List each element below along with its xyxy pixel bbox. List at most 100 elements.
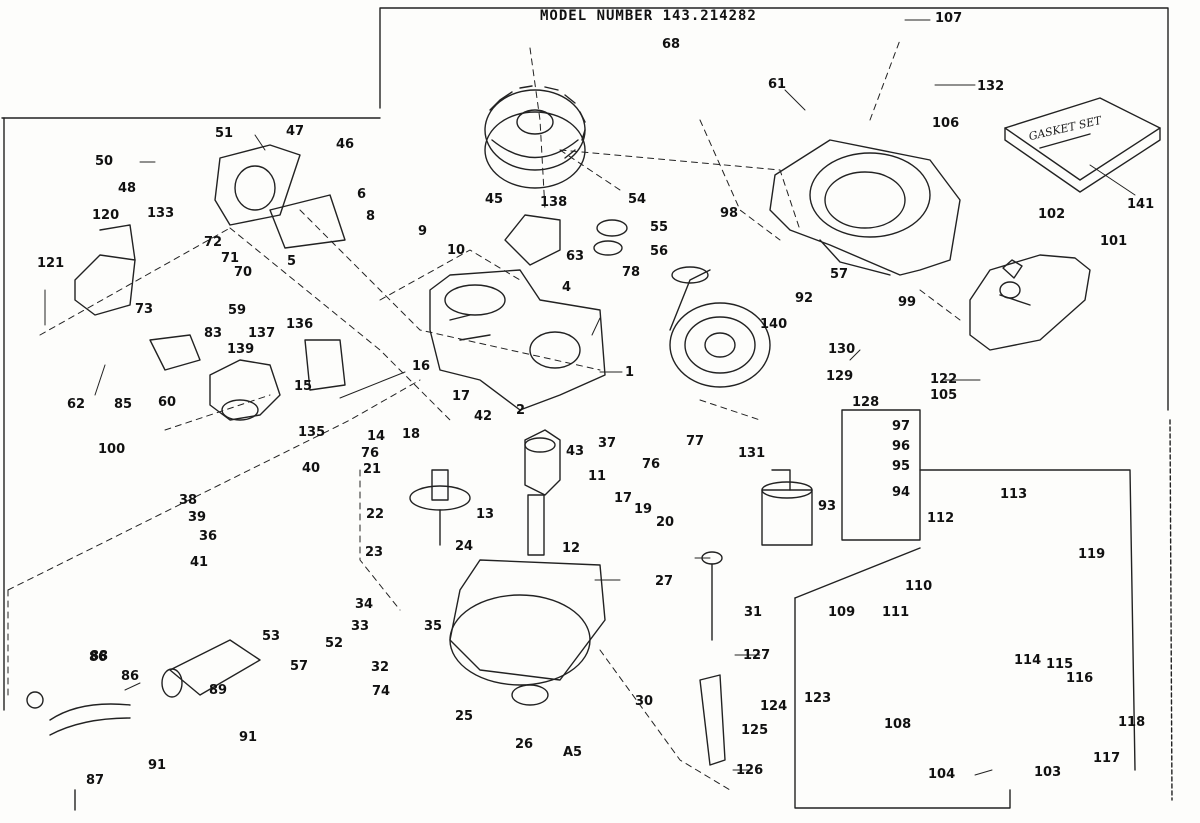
- callout-123: 123: [804, 691, 832, 706]
- callout-37: 37: [598, 436, 617, 451]
- callout-132: 132: [977, 79, 1005, 94]
- callout-85: 85: [114, 397, 133, 412]
- callout-74: 74: [372, 684, 391, 699]
- callout-109: 109: [828, 605, 856, 620]
- callout-88: 88: [90, 649, 109, 664]
- callout-87: 87: [86, 773, 105, 788]
- callout-54: 54: [628, 192, 647, 207]
- cylinder-cover: [214, 144, 346, 249]
- callout-25: 25: [455, 709, 474, 724]
- callout-16: 16: [412, 359, 431, 374]
- callout-47: 47: [286, 124, 305, 139]
- callout-91b: 91: [239, 730, 258, 745]
- callout-106: 106: [932, 116, 960, 131]
- callout-55: 55: [650, 220, 669, 235]
- electric-starter: [761, 469, 813, 546]
- callout-78: 78: [622, 265, 641, 280]
- callout-127: 127: [743, 648, 771, 663]
- callout-5: 5: [287, 254, 297, 269]
- starter-parts-box: [841, 409, 921, 541]
- callout-23: 23: [365, 545, 384, 560]
- callout-125: 125: [741, 723, 769, 738]
- callout-12: 12: [562, 541, 581, 556]
- callout-111: 111: [882, 605, 910, 620]
- callout-119: 119: [1078, 547, 1106, 562]
- callout-128: 128: [852, 395, 880, 410]
- outer-frame-lines: [1, 7, 1173, 811]
- gasket-set-box: [1004, 97, 1161, 193]
- callout-36: 36: [199, 529, 218, 544]
- callout-124: 124: [760, 699, 788, 714]
- callout-63: 63: [566, 249, 585, 264]
- callout-61: 61: [768, 77, 787, 92]
- callout-136: 136: [286, 317, 314, 332]
- callout-76b: 76: [361, 446, 380, 461]
- callout-39: 39: [188, 510, 207, 525]
- callout-138: 138: [540, 195, 568, 210]
- callout-102: 102: [1038, 207, 1066, 222]
- callout-19: 19: [634, 502, 653, 517]
- callout-103: 103: [1034, 765, 1062, 780]
- air-cleaner: [74, 224, 136, 316]
- callout-118: 118: [1118, 715, 1146, 730]
- callout-98: 98: [720, 206, 739, 221]
- callout-53: 53: [262, 629, 281, 644]
- callout-18: 18: [402, 427, 421, 442]
- muffler: [26, 639, 261, 736]
- callout-62: 62: [67, 397, 86, 412]
- callout-140: 140: [760, 317, 788, 332]
- wiring-kit-box: [794, 469, 1136, 809]
- callout-32: 32: [371, 660, 390, 675]
- callout-46: 46: [336, 137, 355, 152]
- blower-housing: [769, 139, 961, 276]
- callout-107: 107: [935, 11, 963, 26]
- engine-sump: [449, 559, 606, 706]
- crankshaft: [524, 429, 561, 556]
- callout-59: 59: [228, 303, 247, 318]
- callout-8: 8: [366, 209, 376, 224]
- callout-20: 20: [656, 515, 675, 530]
- callout-41: 41: [190, 555, 209, 570]
- callout-35: 35: [424, 619, 443, 634]
- callout-56: 56: [650, 244, 669, 259]
- callout-14: 14: [367, 429, 386, 444]
- callout-122: 122: [930, 372, 958, 387]
- callout-71: 71: [221, 251, 240, 266]
- callout-91: 91: [148, 758, 167, 773]
- callout-141: 141: [1127, 197, 1155, 212]
- callout-48: 48: [118, 181, 137, 196]
- callout-42: 42: [474, 409, 493, 424]
- section-marker: A5: [563, 745, 583, 760]
- callout-68: 68: [662, 37, 681, 52]
- callout-114: 114: [1014, 653, 1042, 668]
- callout-26: 26: [515, 737, 534, 752]
- callout-133: 133: [147, 206, 175, 221]
- callout-94: 94: [892, 485, 911, 500]
- callout-10: 10: [447, 243, 466, 258]
- callout-4: 4: [562, 280, 572, 295]
- leader-lines: [44, 19, 1136, 776]
- callout-17: 17: [452, 389, 471, 404]
- callout-116: 116: [1066, 671, 1094, 686]
- callout-45: 45: [485, 192, 504, 207]
- callout-52: 52: [325, 636, 344, 651]
- callout-72: 72: [204, 235, 223, 250]
- callout-120: 120: [92, 208, 120, 223]
- callout-60: 60: [158, 395, 177, 410]
- callout-70: 70: [234, 265, 253, 280]
- callout-86: 86: [89, 650, 108, 665]
- callout-57: 57: [830, 267, 849, 282]
- assembly-dashed-lines: [7, 39, 961, 791]
- callout-27: 27: [655, 574, 674, 589]
- callout-21: 21: [363, 462, 382, 477]
- callout-117: 117: [1093, 751, 1121, 766]
- callout-101: 101: [1100, 234, 1128, 249]
- callout-31: 31: [744, 605, 763, 620]
- recoil-starter: [669, 266, 771, 388]
- callout-76: 76: [642, 457, 661, 472]
- callout-97: 97: [892, 419, 911, 434]
- callout-135: 135: [298, 425, 326, 440]
- callout-1: 1: [625, 365, 635, 380]
- callout-105: 105: [930, 388, 958, 403]
- dipstick-tube: [699, 551, 726, 766]
